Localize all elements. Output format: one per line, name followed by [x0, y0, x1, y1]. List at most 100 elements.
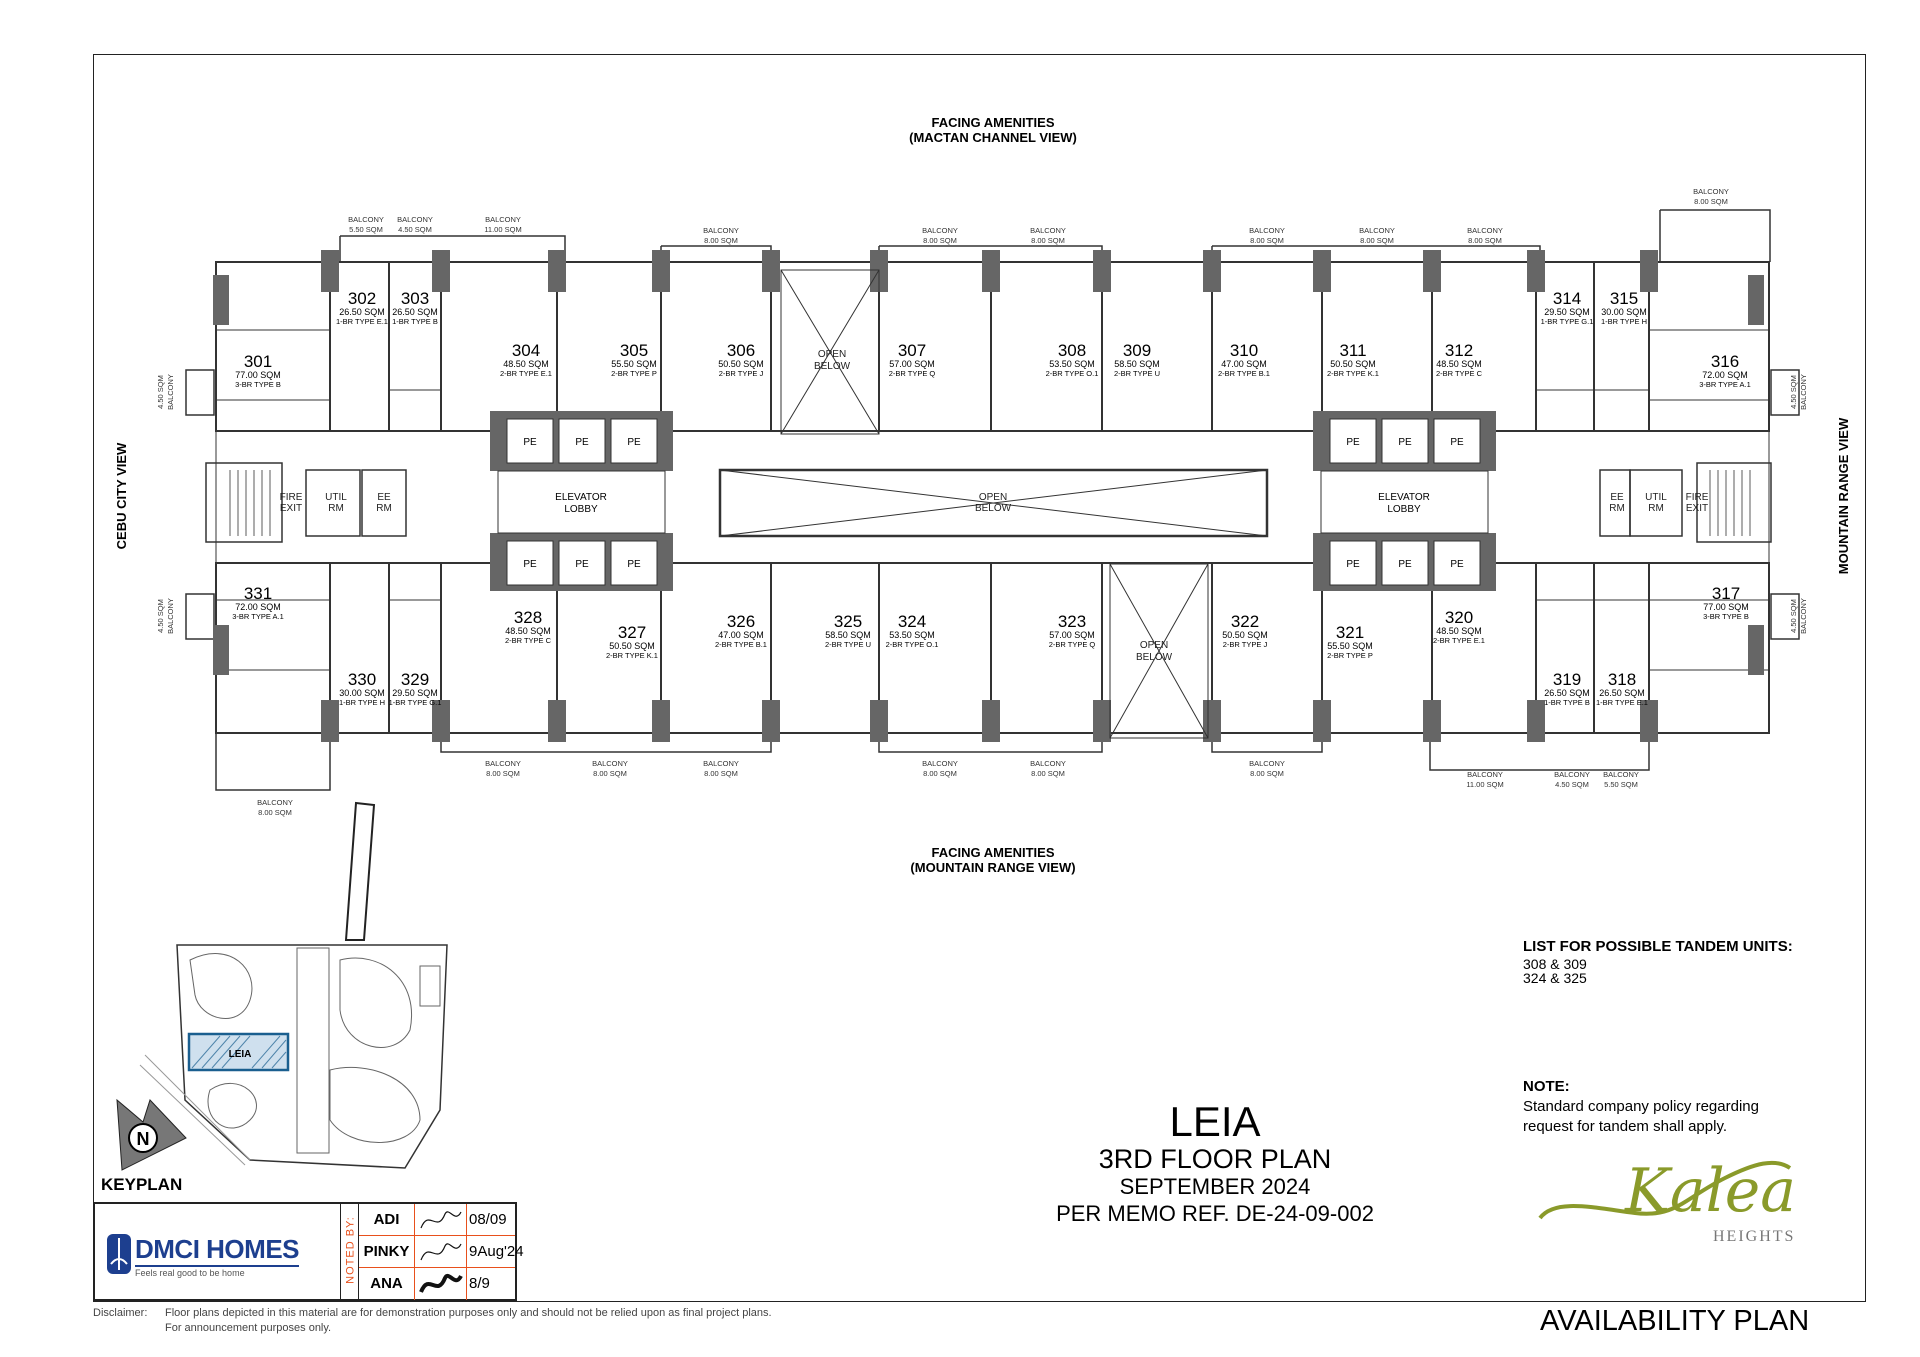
balcony-name: BALCONY: [1249, 759, 1285, 768]
balcony-name: BALCONY: [1554, 770, 1590, 779]
balcony-outline: [440, 733, 1650, 771]
unit-type: 3-BR TYPE B: [1703, 612, 1749, 621]
cebu-city-view-label: CEBU CITY VIEW: [114, 442, 129, 549]
tandem-item: 308 & 309: [1523, 956, 1587, 972]
balcony-area: 8.00 SQM: [1468, 236, 1502, 245]
structural-column: [432, 250, 450, 292]
elevator-pe-label: PE: [1398, 437, 1412, 448]
balcony-area: 8.00 SQM: [1250, 769, 1284, 778]
approval-table: DMCI HOMES Feels real good to be home NO…: [93, 1202, 524, 1301]
unit-number: 315: [1610, 289, 1638, 308]
building-title: LEIA: [1169, 1098, 1261, 1145]
elevator-pe-label: PE: [627, 437, 641, 448]
balcony-name: BALCONY: [1467, 226, 1503, 235]
unit-area: 26.50 SQM: [392, 307, 438, 317]
balcony-name: BALCONY: [1030, 759, 1066, 768]
disclaimer-label: Disclaimer:: [93, 1307, 148, 1319]
unit-number: 330: [348, 670, 376, 689]
structural-column: [982, 700, 1000, 742]
unit-number: 303: [401, 289, 429, 308]
ee-room-right: [1599, 469, 1631, 537]
elevator-shaft: [1329, 418, 1377, 464]
unit-type: 2-BR TYPE K.1: [1327, 369, 1379, 378]
keyplan-tower-strip: [344, 801, 376, 941]
unit-area: 26.50 SQM: [339, 307, 385, 317]
balcony-name: BALCONY: [922, 759, 958, 768]
structural-column: [1093, 700, 1111, 742]
noted-by-label: NOTED BY:: [344, 1216, 357, 1284]
balcony-outline: [339, 235, 566, 262]
north-circle: [128, 1123, 158, 1153]
fire-exit-left-label2: EXIT: [280, 503, 302, 514]
open-below-center-cross: [719, 469, 1268, 537]
kalea-heights-logo: Kalea HEIGHTS: [1535, 1148, 1805, 1258]
side-balcony: [185, 369, 215, 416]
unit-type: 2-BR TYPE Q: [889, 369, 936, 378]
unit-area: 77.00 SQM: [235, 370, 281, 380]
unit-number: 318: [1608, 670, 1636, 689]
unit-type: 2-BR TYPE J: [719, 369, 764, 378]
unit-number: 323: [1058, 612, 1086, 631]
balcony-area: 8.00 SQM: [258, 808, 292, 817]
balcony-name: BALCONY: [1359, 226, 1395, 235]
structural-column: [982, 250, 1000, 292]
elevator-lobby-left: [497, 470, 666, 534]
util-rm-right-label2: RM: [1648, 503, 1664, 514]
dmci-name: DMCI HOMES: [135, 1234, 300, 1267]
util-room-left: [305, 469, 361, 537]
noted-by-date: 9Aug'24: [469, 1243, 524, 1260]
structural-column: [548, 700, 566, 742]
balcony-name: BALCONY: [1799, 374, 1808, 410]
elevator-shaft: [506, 540, 554, 586]
unit-type: 2-BR TYPE B.1: [715, 640, 767, 649]
kalea-wordmark: Kalea: [1625, 1156, 1797, 1226]
balcony-name: BALCONY: [1030, 226, 1066, 235]
tandem-list: LIST FOR POSSIBLE TANDEM UNITS: 308 & 30…: [1523, 938, 1793, 985]
unit-type: 2-BR TYPE P: [611, 369, 657, 378]
elevator-shaft: [1433, 418, 1481, 464]
kalea-sub: HEIGHTS: [1713, 1228, 1796, 1245]
unit-type: 3-BR TYPE A.1: [1699, 380, 1751, 389]
unit-type: 2-BR TYPE B.1: [1218, 369, 1270, 378]
balcony-name: BALCONY: [703, 759, 739, 768]
signature-icon: [415, 1268, 467, 1300]
ee-rm-right-label: EE: [1610, 492, 1624, 503]
unit-area: 47.00 SQM: [1221, 359, 1267, 369]
side-balcony: [1770, 369, 1800, 416]
unit-type: 1-BR TYPE E.1: [1596, 698, 1648, 707]
unit-number: 328: [514, 608, 542, 627]
